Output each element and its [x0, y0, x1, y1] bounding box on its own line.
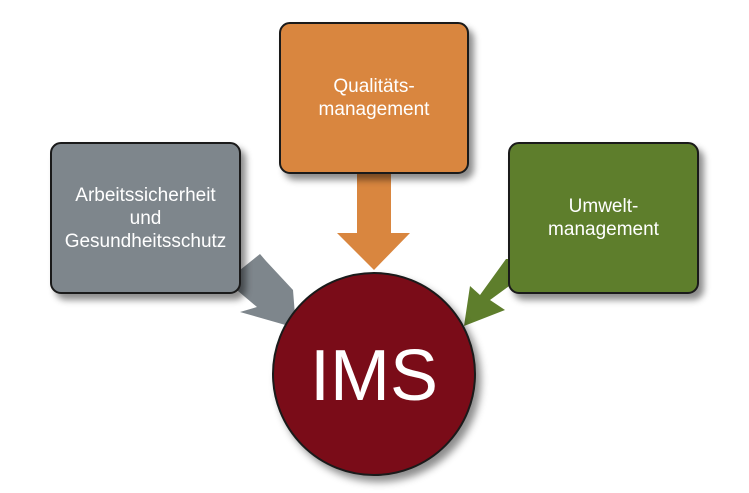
box-qualitaetsmanagement: Qualitäts- management — [279, 22, 469, 174]
arrow-umwelt — [464, 259, 520, 326]
box-umweltmanagement: Umwelt- management — [508, 142, 699, 294]
ims-circle: IMS — [272, 272, 476, 476]
arrow-qualitaet — [337, 172, 410, 270]
arrow-arbeitssicherheit — [225, 254, 296, 328]
box-arbeitssicherheit-label: Arbeitssicherheit und Gesundheitsschutz — [64, 184, 227, 252]
box-umweltmanagement-label: Umwelt- management — [548, 196, 659, 240]
ims-circle-label: IMS — [309, 336, 438, 416]
box-qualitaetsmanagement-label: Qualitäts- management — [318, 76, 430, 120]
box-arbeitssicherheit: Arbeitssicherheit und Gesundheitsschutz — [50, 142, 241, 294]
